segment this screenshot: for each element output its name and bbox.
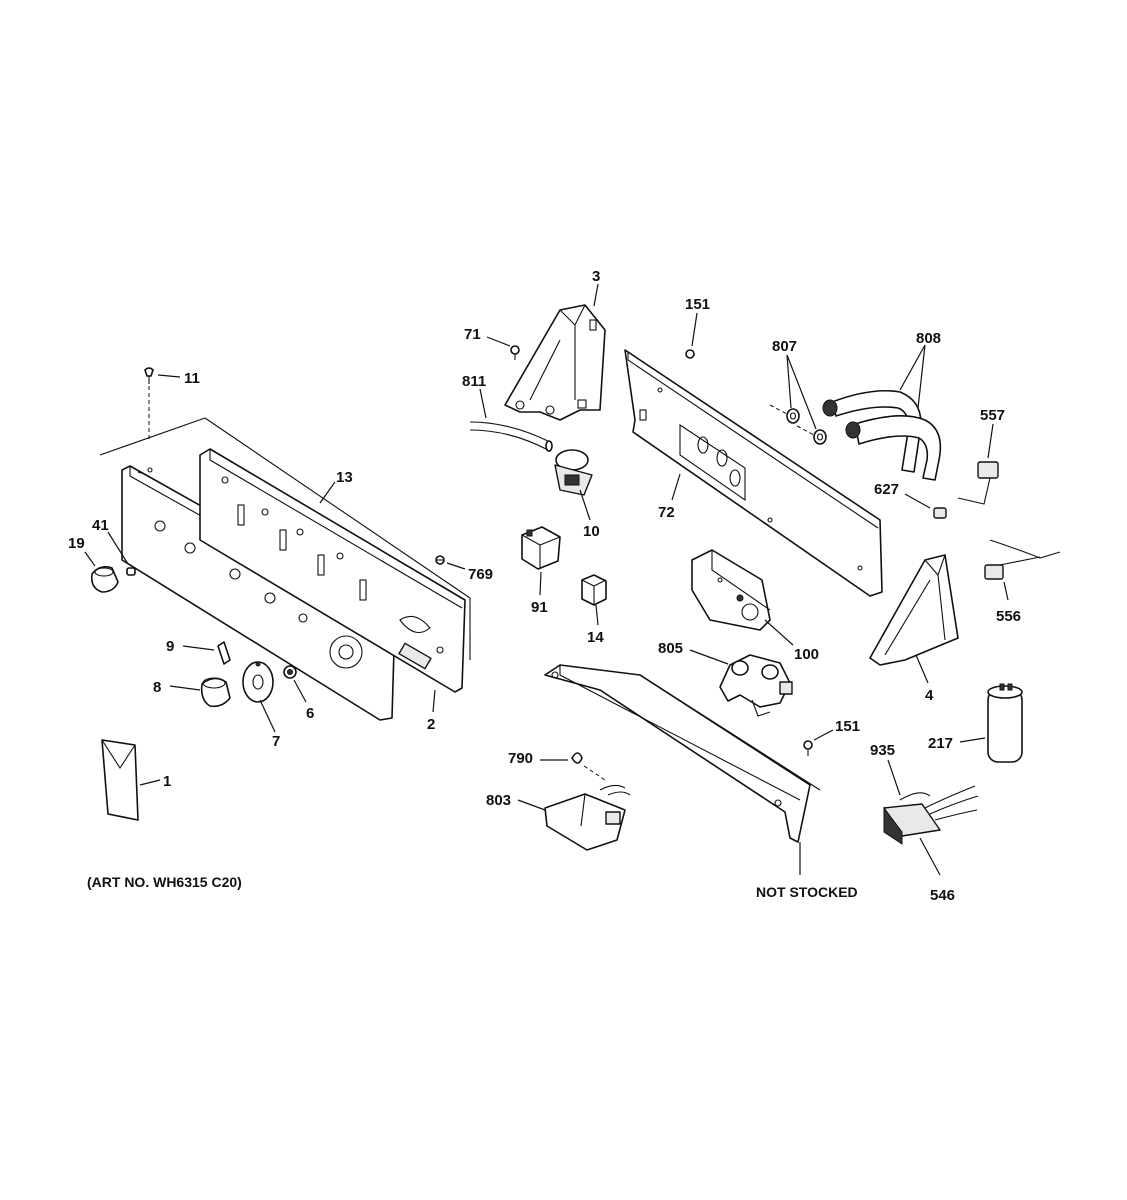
part-literature-1[interactable]	[101, 739, 139, 821]
label-13: 13	[336, 469, 353, 486]
label-8: 8	[153, 679, 161, 696]
label-3: 3	[592, 268, 600, 285]
label-151-lower: 151	[835, 718, 860, 735]
label-546: 546	[930, 887, 955, 904]
label-72: 72	[658, 504, 675, 521]
part-water-valve-805[interactable]	[719, 654, 793, 717]
not-stocked-note: NOT STOCKED	[756, 884, 858, 900]
part-spring-41[interactable]	[126, 567, 136, 576]
label-7: 7	[272, 733, 280, 750]
label-808: 808	[916, 330, 941, 347]
part-screw-151-top[interactable]	[685, 349, 695, 359]
label-790: 790	[508, 750, 533, 767]
part-nut-6[interactable]	[283, 665, 297, 679]
part-screw-11[interactable]	[144, 367, 154, 440]
part-harness-556[interactable]	[984, 539, 1061, 580]
label-769: 769	[468, 566, 493, 583]
art-number-note: (ART NO. WH6315 C20)	[87, 874, 242, 890]
label-217: 217	[928, 735, 953, 752]
part-bracket-4[interactable]	[869, 554, 959, 666]
part-clamp-790[interactable]	[571, 752, 606, 781]
part-clip-9[interactable]	[217, 641, 231, 665]
part-harness-546[interactable]	[883, 785, 979, 845]
label-805: 805	[658, 640, 683, 657]
label-11: 11	[184, 370, 200, 387]
part-pump-803[interactable]	[544, 784, 631, 851]
label-6: 6	[306, 705, 314, 722]
part-627[interactable]	[933, 507, 947, 519]
part-knob-19[interactable]	[90, 566, 119, 593]
label-557: 557	[980, 407, 1005, 424]
label-807: 807	[772, 338, 797, 355]
part-rear-panel-72[interactable]	[624, 349, 883, 597]
part-control-bracket[interactable]	[199, 448, 466, 693]
label-10: 10	[583, 523, 600, 540]
part-screw-71[interactable]	[510, 345, 520, 360]
label-4: 4	[925, 687, 934, 704]
part-inlet-hoses-808[interactable]	[822, 389, 942, 481]
label-935: 935	[870, 742, 895, 759]
label-627: 627	[874, 481, 899, 498]
part-capacitor-217[interactable]	[987, 683, 1023, 763]
label-556: 556	[996, 608, 1021, 625]
label-803: 803	[486, 792, 511, 809]
label-19: 19	[68, 535, 85, 552]
label-14: 14	[587, 629, 604, 646]
part-timer-100[interactable]	[691, 549, 771, 631]
label-151-top: 151	[685, 296, 710, 313]
label-2: 2	[427, 716, 435, 733]
part-knob-8[interactable]	[200, 677, 231, 708]
part-bracket-3[interactable]	[504, 304, 606, 421]
label-1: 1	[163, 773, 171, 790]
label-91: 91	[531, 599, 548, 616]
part-washers-807[interactable]	[786, 408, 827, 445]
part-screw-769[interactable]	[435, 555, 445, 565]
label-9: 9	[166, 638, 174, 655]
label-811: 811	[462, 373, 486, 390]
part-hose-811[interactable]	[469, 421, 553, 452]
part-screw-151-lower[interactable]	[803, 740, 813, 756]
label-41: 41	[92, 517, 109, 534]
label-71: 71	[464, 326, 481, 343]
part-front-panel[interactable]	[121, 465, 396, 721]
part-lower-frame[interactable]	[544, 664, 821, 843]
part-switch-91[interactable]	[521, 526, 561, 570]
part-dial-7[interactable]	[242, 661, 274, 703]
part-power-cord-557[interactable]	[957, 461, 999, 505]
part-switch-14[interactable]	[581, 574, 607, 606]
label-100: 100	[794, 646, 819, 663]
part-pressure-switch-10[interactable]	[554, 449, 593, 496]
